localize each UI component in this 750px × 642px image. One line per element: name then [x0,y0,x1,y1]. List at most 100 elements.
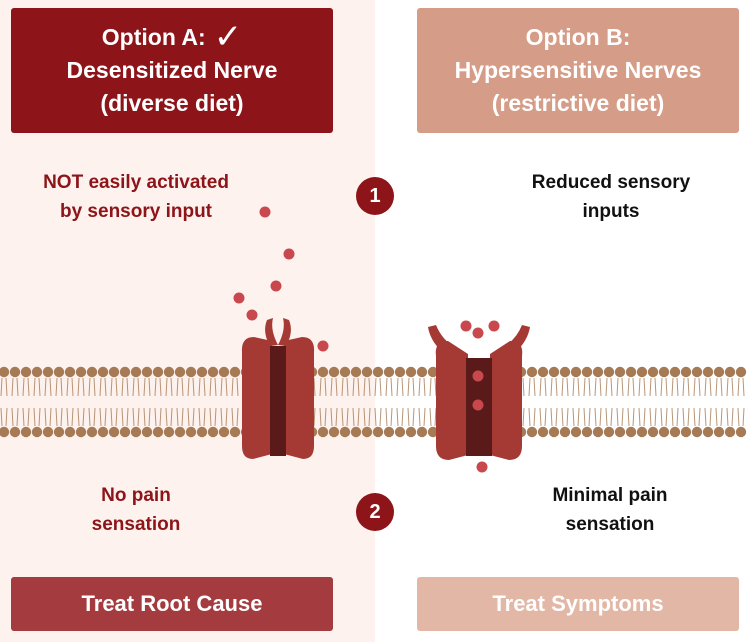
lipid-head [97,426,109,438]
lipid-head [570,366,582,378]
lipid-head [42,366,54,378]
channel-left-half [435,341,468,460]
lipid-head [86,426,98,438]
lipid-head [207,366,219,378]
lipid-head [537,366,549,378]
lipid-head [427,426,439,438]
right-step2-line2: sensation [565,514,655,535]
option-a-title: Option A: [101,24,206,50]
lipid-head [328,366,340,378]
lipid-head [361,426,373,438]
lipid-head [372,426,384,438]
lipid-head [625,426,637,438]
lipid-head [64,426,76,438]
lipid-head [647,366,659,378]
lipid-head [207,426,219,438]
lipid-head [42,426,54,438]
lipid-head [647,426,659,438]
lipid-head [669,426,681,438]
ligand-molecule [259,206,271,218]
lipid-head [603,366,615,378]
lipid-head [0,366,10,378]
lipid-head [64,366,76,378]
right-step2-label: Minimal pain sensation [500,481,720,539]
channel-right-half [490,341,523,460]
lipid-head [108,426,120,438]
option-a-subtitle: Desensitized Nerve [66,57,278,83]
right-step1-label: Reduced sensory inputs [488,168,734,226]
lipid-head [691,426,703,438]
lipid-head [53,426,65,438]
right-step1-line1: Reduced sensory [531,172,691,193]
treat-symptoms-box: Treat Symptoms [417,577,739,631]
lipid-head [229,426,241,438]
lipid-head [636,366,648,378]
lipid-head [735,366,747,378]
lipid-head [185,426,197,438]
lipid-head [130,426,142,438]
channel-right-half [284,337,315,459]
lipid-head [196,366,208,378]
left-step1-line2: by sensory input [59,201,213,222]
lipid-head [405,426,417,438]
lipid-head [163,366,175,378]
lipid-head [603,426,615,438]
lipid-head [680,366,692,378]
lipid-head [174,366,186,378]
lipid-head [713,366,725,378]
ligand-molecule [476,461,488,473]
option-b-header: Option B: Hypersensitive Nerves (restric… [417,8,739,133]
left-step1-line1: NOT easily activated [43,172,229,193]
lipid-head [218,426,230,438]
channel-gate-left [265,318,278,346]
lipid-head [97,366,109,378]
lipid-head [130,366,142,378]
lipid-head [108,366,120,378]
channel-left-half [241,337,272,459]
lipid-head [559,366,571,378]
ligand-molecule [233,292,245,304]
lipid-head [339,366,351,378]
lipid-head [152,426,164,438]
lipid-head [658,426,670,438]
left-step2-label: No pain sensation [48,481,224,539]
lipid-head [229,366,241,378]
channel-gate-right [502,325,530,352]
lipid-head [592,426,604,438]
ligand-molecule [472,399,484,411]
checkmark-icon: ✓ [213,18,243,56]
lipid-head [350,426,362,438]
lipid-head [548,426,560,438]
lipid-head [53,366,65,378]
ligand-molecule [488,320,500,332]
lipid-head [581,426,593,438]
lipid-head [427,366,439,378]
lipid-head [680,426,692,438]
left-step2-line2: sensation [91,514,181,535]
lipid-head [394,366,406,378]
lipid-head [361,366,373,378]
lipid-head [350,366,362,378]
ligand-molecule [270,280,282,292]
ligand-molecule [246,309,258,321]
lipid-head [559,426,571,438]
option-b-diet: (restrictive diet) [491,90,665,116]
lipid-head [405,366,417,378]
lipid-head [416,426,428,438]
left-step1-label: NOT easily activated by sensory input [10,168,262,226]
lipid-head [724,366,736,378]
lipid-head [119,426,131,438]
ligand-molecule [317,340,329,352]
channel-pore [270,346,286,456]
ion-channel-open [428,325,530,460]
ion-channel-closed [241,318,315,459]
lipid-head [526,366,538,378]
ligand-molecule [472,370,484,382]
lipid-head [570,426,582,438]
lipid-head [372,366,384,378]
lipid-head [724,426,736,438]
lipid-head [141,426,153,438]
option-b-title: Option B: [525,24,631,50]
option-a-header: Option A:✓ Desensitized Nerve (diverse d… [11,8,333,133]
